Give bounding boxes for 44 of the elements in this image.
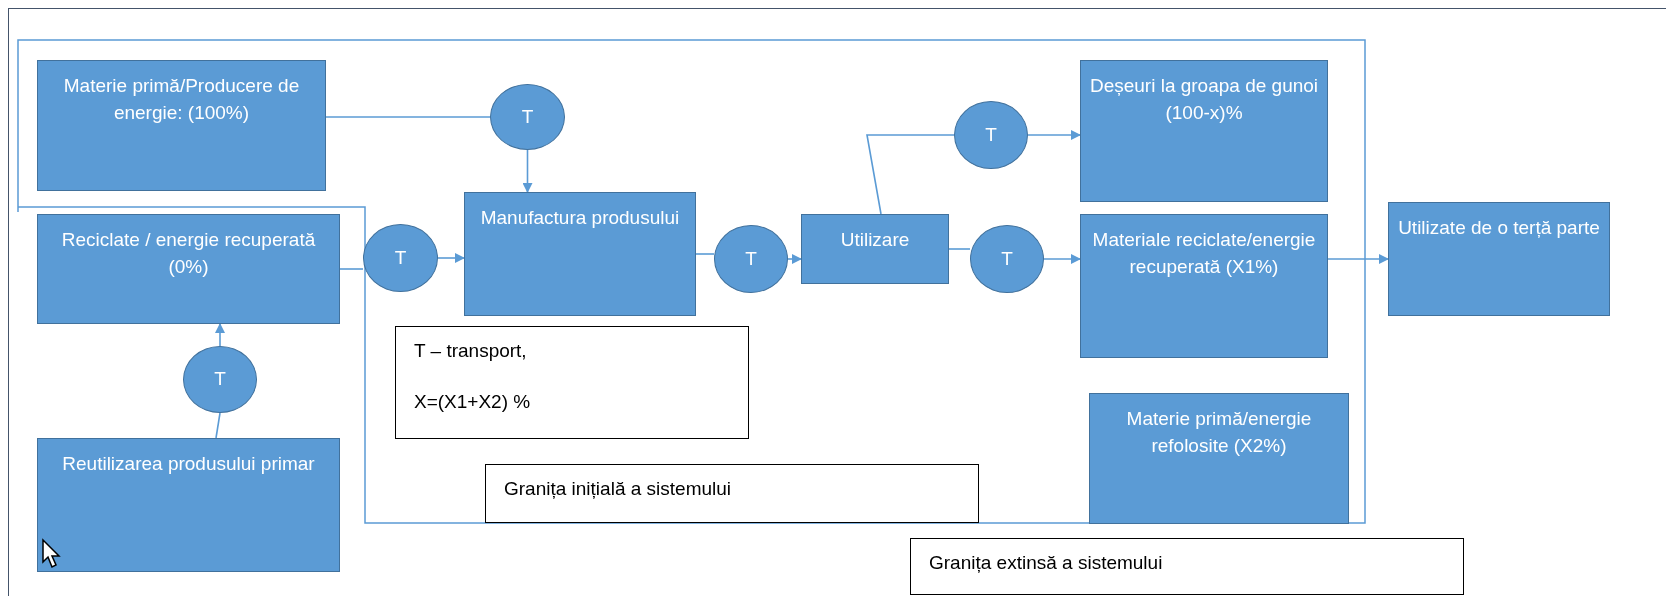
arrow (522, 149, 533, 193)
box-label: Materiale reciclate/energie recuperată (X1%) (1091, 228, 1317, 279)
arrow (215, 323, 225, 347)
note-box (910, 538, 1464, 595)
circle-label: T (985, 122, 997, 147)
note-text: X=(X1+X2) % (414, 389, 532, 414)
note-text: Granița inițială a sistemului (504, 477, 733, 501)
process-box (37, 214, 340, 324)
circle-label: T (745, 246, 757, 271)
process-box (37, 438, 340, 572)
arrow (1027, 130, 1081, 140)
process-box (1089, 393, 1349, 524)
note-text: Granița extinsă a sistemului (929, 551, 1164, 575)
box-label: Utilizare (840, 228, 910, 252)
circle-label: T (394, 245, 407, 270)
note-box (395, 326, 749, 439)
circle-label: T (1001, 246, 1013, 271)
arrow (1043, 254, 1081, 264)
connector-line (695, 253, 715, 255)
connector-line (866, 134, 955, 215)
arrow (437, 253, 465, 263)
box-label: Reciclate / energie recuperată (0%) (60, 228, 317, 279)
process-box (1080, 214, 1328, 358)
connector-line (215, 412, 221, 439)
arrow (1327, 254, 1389, 264)
box-label: Materie primă/energie refolosite (X2%) (1125, 407, 1313, 458)
circle-label: T (521, 104, 534, 129)
arrow (787, 254, 802, 264)
process-box (464, 192, 696, 316)
box-label: Reutilizarea produsului primar (62, 452, 315, 476)
process-box (1080, 60, 1328, 202)
process-box (37, 60, 326, 191)
process-box (801, 214, 949, 284)
process-box (1388, 202, 1610, 316)
box-label: Materie primă/Producere de energie: (100%) (62, 74, 301, 125)
connector-line (948, 248, 971, 250)
box-label: Utilizate de o terță parte (1398, 216, 1600, 240)
connector-line (325, 116, 491, 118)
box-label: Deșeuri la groapa de gunoi (100-x)% (1088, 74, 1320, 125)
connector-line (339, 268, 364, 270)
note-text: T – transport, (414, 339, 528, 363)
box-label: Manufactura produsului (480, 206, 680, 230)
circle-label: T (214, 367, 226, 392)
note-box (485, 464, 979, 523)
